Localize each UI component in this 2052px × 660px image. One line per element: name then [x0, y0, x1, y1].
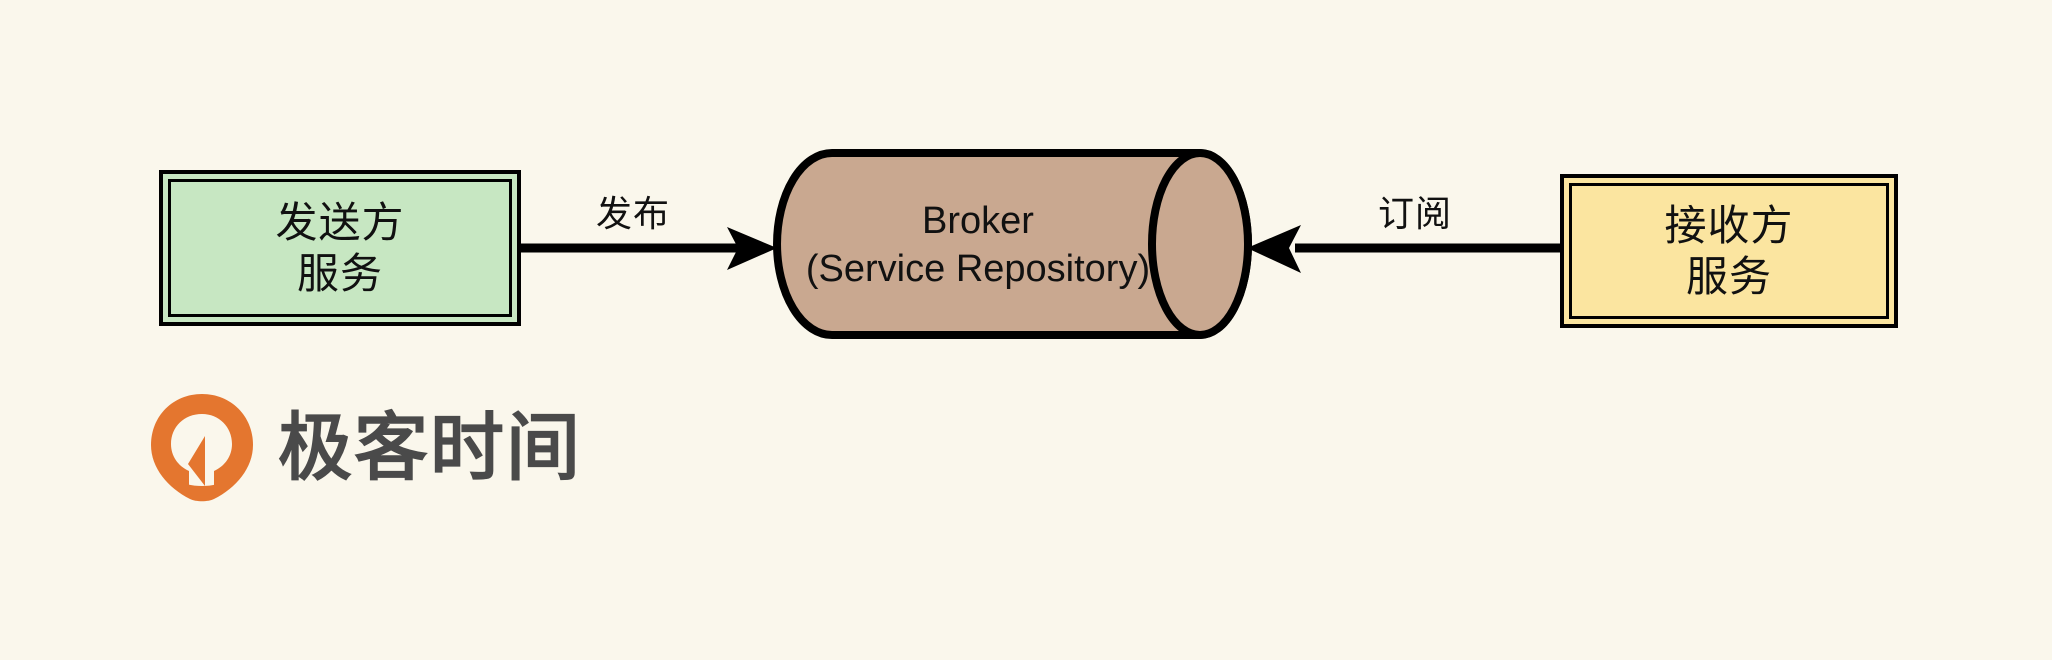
- node-broker-cylinder[interactable]: Broker (Service Repository): [772, 148, 1260, 344]
- edge-label-publish: 发布: [596, 193, 671, 234]
- sender-label-line2: 服务: [296, 250, 383, 297]
- geektime-pin-icon: [151, 394, 253, 502]
- broker-cylinder-shape: [773, 149, 1252, 339]
- brand-logo: 极客时间: [148, 392, 582, 504]
- receiver-label-line2: 服务: [1685, 253, 1772, 300]
- node-receiver-service[interactable]: 接收方 服务: [1560, 174, 1898, 328]
- receiver-label-line1: 接收方: [1664, 201, 1794, 249]
- node-sender-service[interactable]: 发送方 服务: [159, 170, 521, 326]
- brand-wordmark: 极客时间: [278, 405, 582, 491]
- sender-label-line1: 发送方: [275, 198, 405, 246]
- edge-label-subscribe: 订阅: [1378, 193, 1453, 234]
- edge-subscribe-arrow: [1243, 215, 1568, 285]
- edge-publish-arrow: [519, 215, 785, 285]
